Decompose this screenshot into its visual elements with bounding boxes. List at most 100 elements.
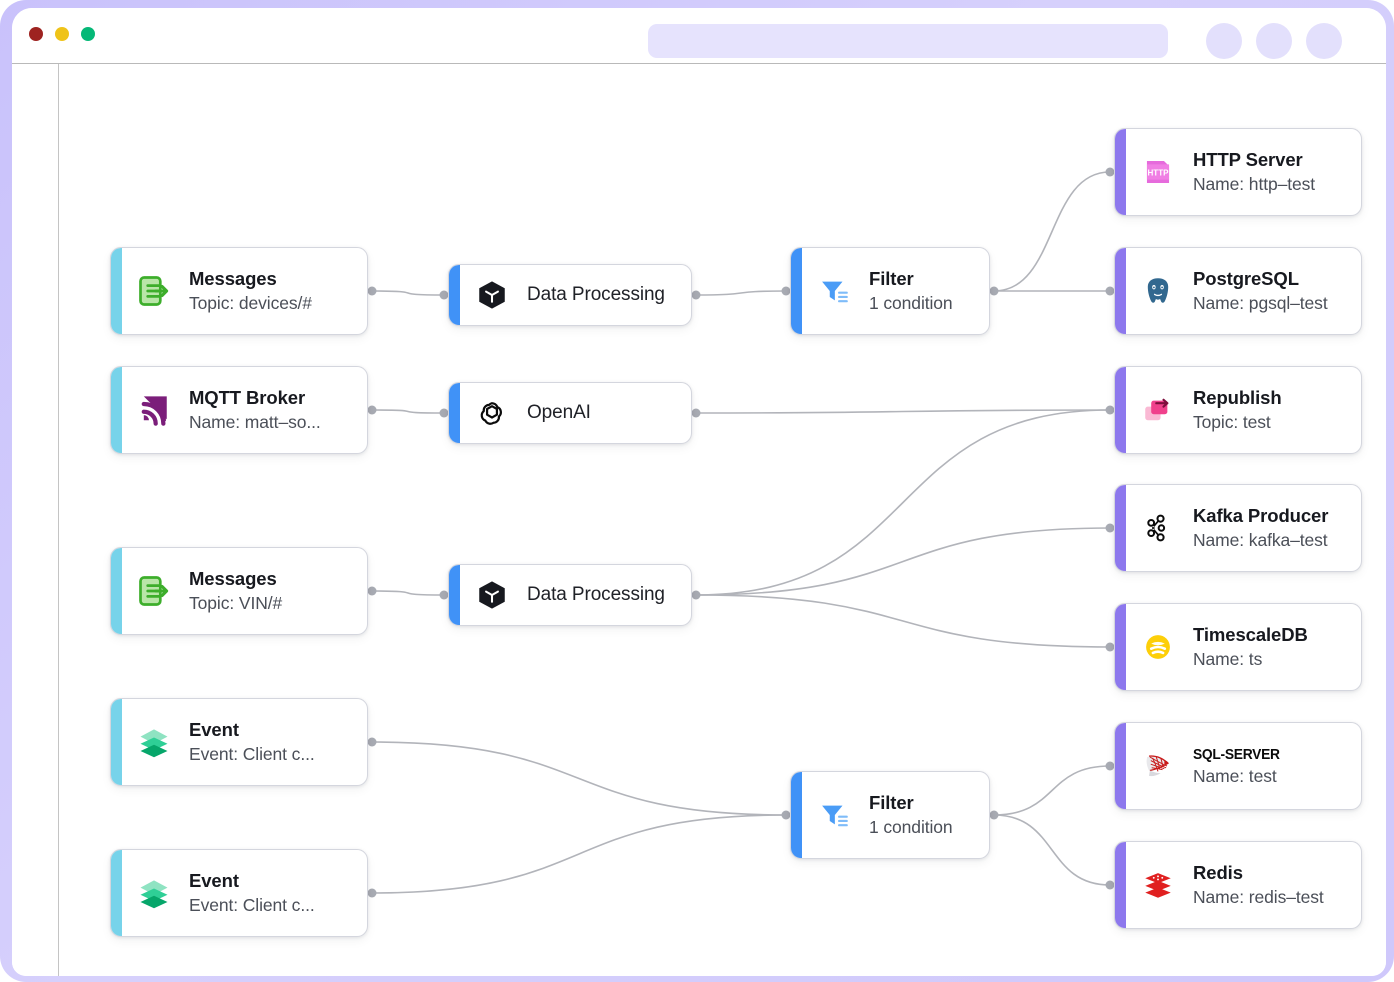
maximize-window-button[interactable] [81, 27, 95, 41]
node-title: SQL-SERVER [1193, 745, 1280, 763]
node-title: Event [189, 719, 239, 740]
node-body: OpenAI [449, 394, 691, 432]
node-text: OpenAI [527, 402, 591, 424]
messages-icon [135, 272, 173, 310]
node-title: TimescaleDB [1193, 624, 1308, 645]
node-title: Republish [1193, 387, 1282, 408]
flow-edge-data-processing-2-to-timescaledb [695, 594, 1111, 648]
node-text: Data Processing [527, 584, 665, 606]
node-text: TimescaleDB Name: ts [1193, 624, 1308, 670]
node-body: Data Processing [449, 276, 691, 314]
flow-edge-data-processing-2-to-republish [695, 409, 1111, 596]
flow-node-timescaledb[interactable]: TimescaleDB Name: ts [1114, 603, 1362, 691]
cube-icon [473, 276, 511, 314]
output-port-messages-vin[interactable] [367, 586, 377, 596]
header-action-button-1[interactable] [1206, 23, 1242, 59]
output-port-mqtt-broker[interactable] [367, 405, 377, 415]
titlebar [12, 8, 1386, 64]
node-title: OpenAI [527, 402, 591, 423]
output-port-event-client-1[interactable] [367, 737, 377, 747]
filter-icon [815, 796, 853, 834]
node-accent-bar [111, 248, 122, 334]
output-port-openai[interactable] [691, 408, 701, 418]
flow-edge-filter-top-to-http-server [993, 171, 1111, 292]
node-accent-bar [111, 367, 122, 453]
output-port-filter-top[interactable] [989, 286, 999, 296]
output-port-messages-devices[interactable] [367, 286, 377, 296]
flow-edge-filter-bottom-to-redis [993, 814, 1111, 886]
cube-icon [473, 576, 511, 614]
canvas-left-rail [58, 64, 59, 976]
node-text: Data Processing [527, 284, 665, 306]
node-accent-bar [111, 850, 122, 936]
node-subtitle: Event: Client c... [189, 744, 315, 764]
flow-node-data-processing-1[interactable]: Data Processing [448, 264, 692, 326]
node-accent-bar [791, 772, 802, 858]
header-action-group [1206, 23, 1342, 59]
redis-icon [1139, 866, 1177, 904]
header-action-button-3[interactable] [1306, 23, 1342, 59]
minimize-window-button[interactable] [55, 27, 69, 41]
node-title: Data Processing [527, 284, 665, 305]
node-accent-bar [449, 565, 460, 625]
output-port-data-processing-1[interactable] [691, 290, 701, 300]
close-window-button[interactable] [29, 27, 43, 41]
openai-icon [473, 394, 511, 432]
node-subtitle: Topic: test [1193, 412, 1271, 432]
node-body: TimescaleDB Name: ts [1115, 624, 1361, 670]
node-title: Kafka Producer [1193, 505, 1329, 526]
traffic-light-group [29, 27, 95, 41]
filter-icon [815, 272, 853, 310]
mqtt-broker-icon [135, 391, 173, 429]
node-subtitle: Topic: devices/# [189, 293, 312, 313]
node-subtitle: Name: ts [1193, 649, 1263, 669]
node-body: Data Processing [449, 576, 691, 614]
flow-edge-event-client-2-to-filter-bottom [371, 814, 787, 894]
node-subtitle: 1 condition [869, 293, 953, 313]
node-accent-bar [111, 548, 122, 634]
flow-node-sql-server[interactable]: SQL-SERVER Name: test [1114, 722, 1362, 810]
sql-server-icon [1139, 747, 1177, 785]
address-bar-input[interactable] [648, 24, 1168, 58]
flow-node-openai[interactable]: OpenAI [448, 382, 692, 444]
node-title: HTTP Server [1193, 149, 1303, 170]
output-port-data-processing-2[interactable] [691, 590, 701, 600]
timescaledb-icon [1139, 628, 1177, 666]
republish-icon [1139, 391, 1177, 429]
node-subtitle: Event: Client c... [189, 895, 315, 915]
header-action-button-2[interactable] [1256, 23, 1292, 59]
output-port-event-client-2[interactable] [367, 888, 377, 898]
flow-node-data-processing-2[interactable]: Data Processing [448, 564, 692, 626]
svg-text:HTTP: HTTP [1147, 168, 1169, 177]
node-subtitle: Name: test [1193, 765, 1277, 786]
output-port-filter-bottom[interactable] [989, 810, 999, 820]
